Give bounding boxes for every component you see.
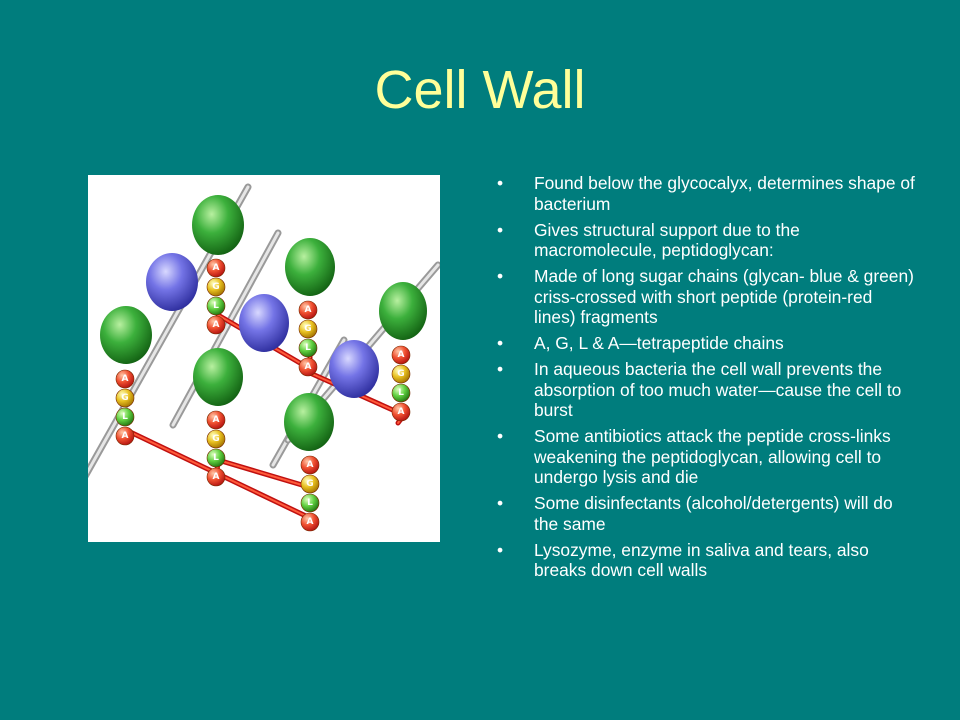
bullet-list: • Found below the glycocalyx, determines … [497, 173, 917, 586]
amino-acid-residue [206, 296, 226, 316]
residue-label: L [213, 301, 219, 311]
residue-label: A [307, 460, 314, 470]
amino-acid-residue [206, 258, 226, 278]
residue-label: G [212, 434, 219, 444]
bullet-glyph: • [497, 359, 504, 379]
residue-label: A [213, 415, 220, 425]
bullet-item: • In aqueous bacteria the cell wall preve… [497, 359, 917, 421]
bullet-text: Found below the glycocalyx, determines s… [534, 173, 915, 214]
amino-acid-residue [206, 467, 226, 487]
bullet-glyph: • [497, 219, 504, 240]
residue-label: A [213, 472, 220, 482]
residue-label: A [122, 374, 129, 384]
bullet-glyph: • [497, 539, 504, 560]
amino-acid-residue [391, 364, 411, 384]
residue-label: L [213, 453, 219, 463]
bullet-item: • Made of long sugar chains (glycan- blue… [497, 266, 917, 328]
amino-acid-residue [115, 388, 135, 408]
residue-label: A [398, 350, 405, 360]
nag-sugar [100, 306, 152, 364]
slide-title: Cell Wall [374, 60, 586, 120]
amino-acid-residue [300, 474, 320, 494]
residue-label: G [304, 324, 311, 334]
glycan-rod-highlight [171, 231, 280, 427]
amino-acid-residue [298, 300, 318, 320]
amino-acid-residue [115, 369, 135, 389]
bullet-glyph: • [497, 493, 504, 513]
bullet-text: A, G, L & A—tetrapeptide chains [534, 333, 784, 353]
amino-acid-residue [300, 512, 320, 532]
residue-label: A [122, 431, 129, 441]
bullet-item: • A, G, L & A—tetrapeptide chains [497, 333, 917, 354]
residue-label: A [307, 517, 314, 527]
residue-label: L [305, 343, 311, 353]
nam-sugar [146, 253, 198, 311]
amino-acid-residue [298, 357, 318, 377]
amino-acid-residue [206, 277, 226, 297]
amino-acid-residue [391, 383, 411, 403]
amino-acid-residue [391, 345, 411, 365]
amino-acid-residue [300, 493, 320, 513]
residue-label: L [398, 388, 404, 398]
residue-label: A [213, 263, 220, 273]
bullet-item: • Some disinfectants (alcohol/detergents)… [497, 493, 917, 534]
residue-label: G [121, 393, 128, 403]
bullet-item: • Found below the glycocalyx, determines … [497, 173, 917, 214]
amino-acid-residue [298, 319, 318, 339]
nag-sugar [192, 195, 244, 255]
nag-sugar [284, 393, 334, 451]
residue-label: G [306, 479, 313, 489]
bullet-text: Some disinfectants (alcohol/detergents) … [534, 493, 893, 534]
residue-label: G [212, 282, 219, 292]
peptide-link-highlight [217, 459, 303, 486]
bullet-glyph: • [497, 173, 504, 193]
residue-label: A [305, 362, 312, 372]
amino-acid-residue [206, 315, 226, 335]
bullet-text: Some antibiotics attack the peptide cros… [534, 426, 891, 487]
residue-label: L [122, 412, 128, 422]
residue-label: A [398, 407, 405, 417]
bullet-text: Made of long sugar chains (glycan- blue … [534, 266, 914, 327]
bullet-item: • Lysozyme, enzyme in saliva and tears, a… [497, 540, 917, 581]
nam-sugar [329, 340, 379, 398]
residue-label: L [307, 498, 313, 508]
amino-acid-residue [206, 429, 226, 449]
nag-sugar [379, 282, 427, 340]
amino-acid-residue [115, 407, 135, 427]
nag-sugar [193, 348, 243, 406]
bullet-glyph: • [497, 426, 504, 446]
residue-label: A [305, 305, 312, 315]
bullet-text: Gives structural support due to the macr… [534, 219, 800, 261]
bullet-glyph: • [497, 266, 504, 286]
bullet-glyph: • [497, 333, 504, 353]
amino-acid-residue [391, 402, 411, 422]
amino-acid-residue [206, 448, 226, 468]
nag-sugar [285, 238, 335, 296]
amino-acid-residue [298, 338, 318, 358]
nam-sugar [239, 294, 289, 352]
amino-acid-residue [206, 410, 226, 430]
amino-acid-residue [300, 455, 320, 475]
residue-label: G [397, 369, 404, 379]
bullet-text: Lysozyme, enzyme in saliva and tears, al… [534, 539, 869, 581]
bullet-item: • Gives structural support due to the mac… [497, 220, 917, 261]
bullet-text: In aqueous bacteria the cell wall preven… [534, 359, 902, 420]
bullet-item: • Some antibiotics attack the peptide cro… [497, 426, 917, 488]
residue-label: A [213, 320, 220, 330]
amino-acid-residue [115, 426, 135, 446]
